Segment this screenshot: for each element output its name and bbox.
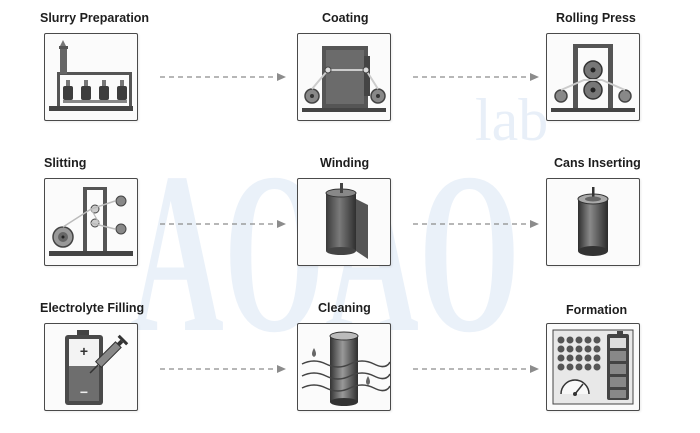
watermark-suffix: lab	[475, 87, 548, 153]
step-label-cans-inserting: Cans Inserting	[554, 156, 641, 170]
step-box-coating	[297, 33, 391, 121]
arrow-slitting-to-winding	[160, 220, 286, 228]
formation-icon	[552, 329, 634, 405]
arrow-winding-to-cans	[413, 220, 539, 228]
svg-text:−: −	[80, 384, 88, 400]
step-label-cleaning: Cleaning	[318, 301, 371, 315]
arrow-slurry-to-coating	[160, 73, 286, 81]
coating-icon	[302, 46, 386, 112]
svg-text:+: +	[80, 343, 88, 359]
step-label-slitting: Slitting	[44, 156, 87, 170]
slitting-icon	[49, 187, 133, 256]
rolling-press-icon	[551, 44, 635, 112]
step-box-formation	[546, 323, 640, 411]
arrow-cleaning-to-formation	[413, 365, 539, 373]
step-box-winding	[297, 178, 391, 266]
step-box-cans-inserting	[546, 178, 640, 266]
step-box-slurry-preparation	[44, 33, 138, 121]
cans-inserting-icon	[577, 187, 609, 256]
winding-icon	[325, 183, 368, 259]
step-box-cleaning	[297, 323, 391, 411]
step-label-slurry-preparation: Slurry Preparation	[40, 11, 150, 25]
step-box-electrolyte-filling: + −	[44, 323, 138, 411]
electrolyte-filling-icon: + −	[65, 330, 129, 405]
arrow-filling-to-cleaning	[160, 365, 286, 373]
step-label-electrolyte-filling: Electrolyte Filling	[40, 301, 145, 315]
step-box-slitting	[44, 178, 138, 266]
step-label-rolling-press: Rolling Press	[556, 11, 636, 25]
step-label-coating: Coating	[322, 11, 369, 25]
step-label-formation: Formation	[566, 303, 628, 317]
arrow-coating-to-rolling	[413, 73, 539, 81]
step-label-winding: Winding	[320, 156, 370, 170]
step-box-rolling-press	[546, 33, 640, 121]
cleaning-icon	[301, 331, 390, 406]
slurry-preparation-icon	[49, 40, 133, 111]
